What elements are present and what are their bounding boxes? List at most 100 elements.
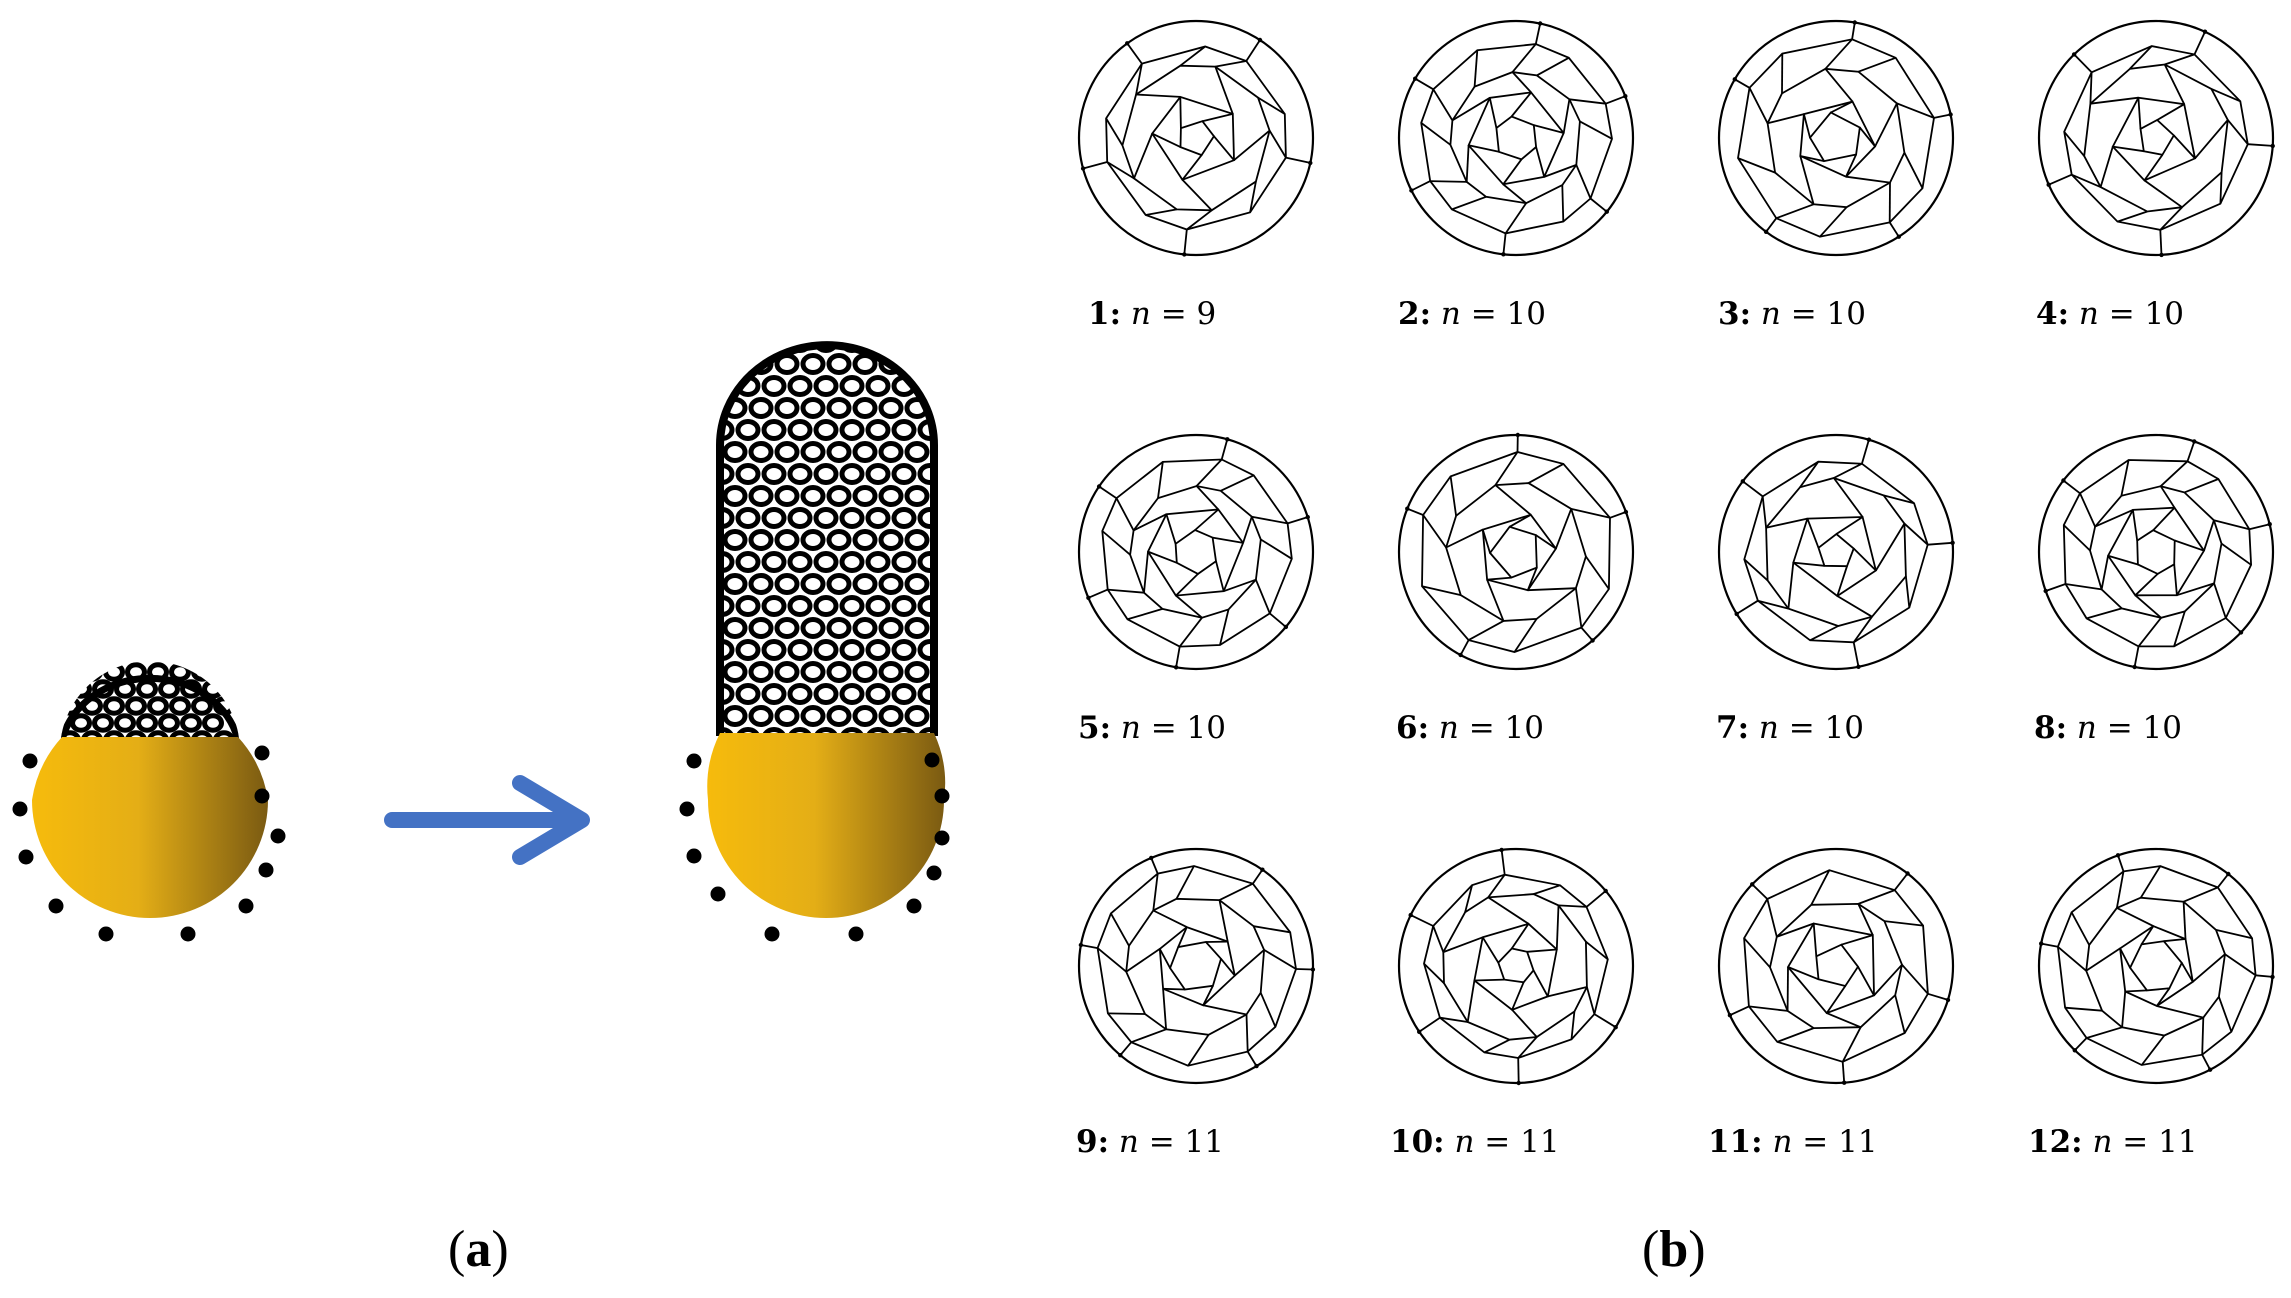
cap-spoke-edge xyxy=(1800,155,1825,162)
cap-spoke-edge xyxy=(2107,554,2139,566)
hexagon-ring xyxy=(761,727,787,736)
cap-spoke-edge xyxy=(2116,871,2125,909)
cap-boundary-edge xyxy=(1220,439,1229,460)
cap-spoke-edge xyxy=(2203,520,2215,551)
cap-spoke-edge xyxy=(2215,929,2253,940)
hexagon-ring xyxy=(865,507,891,529)
hexagon-ring xyxy=(852,529,878,551)
cap-boundary-circle xyxy=(1077,847,1315,1085)
hexagon-ring xyxy=(800,573,826,595)
hexagon-ring xyxy=(114,713,136,733)
cap-number: 9: xyxy=(1076,1124,1110,1160)
cap-spoke-edge xyxy=(2224,953,2257,977)
cap-boundary-vertex xyxy=(2071,52,2077,57)
hexagon-ring xyxy=(800,397,826,419)
cap-boundary-vertex xyxy=(1603,888,1608,894)
cap-spoke-edge xyxy=(1511,43,1537,73)
cap-spoke-edge xyxy=(1186,209,1213,231)
cap-boundary-edge xyxy=(1852,642,1860,667)
surface-atom-dot xyxy=(12,801,28,817)
cap-boundary-vertex xyxy=(1866,437,1872,442)
cap-number: 5: xyxy=(1078,710,1112,746)
cap-spoke-edge xyxy=(1526,567,1538,591)
cap-spoke-edge xyxy=(2137,97,2142,129)
hexagon-ring xyxy=(839,727,865,736)
cap-boundary-edge xyxy=(1927,992,1949,1001)
hexagon-ring xyxy=(813,551,839,573)
surface-atom-dot xyxy=(924,752,940,768)
cap-boundary-vertex xyxy=(1896,234,1902,239)
cap-spoke-edge xyxy=(2194,119,2229,159)
cap-boundary-circle xyxy=(1397,19,1635,257)
cap-boundary-circle xyxy=(2037,433,2275,671)
hexagon-ring xyxy=(839,551,865,573)
cap-ring-edges xyxy=(1449,71,1581,205)
cap-boundary-vertex xyxy=(1623,509,1629,515)
cap-caption-11: 11: n = 11 xyxy=(1708,1124,1878,1160)
cap-ring-edges xyxy=(1488,525,1538,579)
hexagon-ring xyxy=(761,507,787,529)
cap-graph xyxy=(1077,19,1315,257)
cap-spoke-edge xyxy=(1812,923,1818,957)
hexagon-ring xyxy=(748,397,774,419)
cap-boundary-vertex xyxy=(1096,484,1102,489)
hexagon-ring xyxy=(891,683,917,705)
cap-spoke-edge xyxy=(1826,1012,1862,1029)
cap-boundary-vertex xyxy=(2192,439,2197,444)
cap-spoke-edge xyxy=(1874,102,1898,147)
cap-spoke-edge xyxy=(1513,618,1538,653)
cap-spoke-edge xyxy=(1824,38,1853,70)
hexagon-ring xyxy=(748,485,774,507)
panel-label-b-open: ( xyxy=(1642,1221,1660,1278)
cap-boundary-edge xyxy=(1150,857,1159,874)
cap-spoke-edge xyxy=(1535,534,1557,550)
cap-boundary-edge xyxy=(2193,31,2206,55)
panel-label-b-letter: b xyxy=(1659,1221,1689,1278)
hexagon-ring xyxy=(813,595,839,617)
cap-boundary-vertex xyxy=(2267,522,2272,527)
cap-number: 7: xyxy=(1716,710,1750,746)
cap-spoke-edge xyxy=(2063,524,2091,552)
hexagon-ring xyxy=(891,595,917,617)
cap-spoke-edge xyxy=(1841,934,1874,946)
cap-spoke-edge xyxy=(1202,985,1214,1006)
hexagon-ring xyxy=(826,529,852,551)
cap-variable: n xyxy=(2076,710,2097,746)
cap-caption-8: 8: n = 10 xyxy=(2034,710,2182,746)
cap-spoke-edge xyxy=(2176,582,2215,597)
hexagon-ring xyxy=(891,463,917,485)
cap-ring-edges xyxy=(1151,95,1235,181)
cap-ring-edges xyxy=(1792,516,1877,598)
cap-spoke-edge xyxy=(1575,164,1592,199)
cap-boundary-vertex xyxy=(1260,867,1265,872)
hexagon-ring xyxy=(904,441,930,463)
cap-boundary-vertex xyxy=(1254,1063,1259,1069)
cap-spoke-edge xyxy=(2117,210,2148,223)
hexagon-ring xyxy=(92,679,114,699)
cap-spoke-edge xyxy=(1585,940,1609,961)
cap-spoke-edge xyxy=(2160,460,2189,487)
cap-spoke-edge xyxy=(1883,494,1915,505)
cap-spoke-edge xyxy=(1743,558,1769,582)
cap-spoke-edge xyxy=(1858,56,1897,73)
hexagon-ring xyxy=(852,441,878,463)
cap-caption-6: 6: n = 10 xyxy=(1396,710,1544,746)
surface-atom-dot xyxy=(764,926,780,942)
cap-spoke-edge xyxy=(1836,595,1873,618)
cap-spoke-edge xyxy=(1135,63,1143,95)
cap-spoke-edge xyxy=(1543,164,1577,178)
cap-boundary-edge xyxy=(1418,1016,1441,1033)
hexagon-ring xyxy=(180,713,202,733)
hexagon-ring xyxy=(774,441,800,463)
cap-spoke-edge xyxy=(1767,113,1805,125)
cap-spoke-edge xyxy=(1748,87,1769,124)
gold-catalyst-particle-2 xyxy=(707,733,946,918)
carbon-nanotube xyxy=(720,345,934,736)
hexagon-ring xyxy=(878,705,904,727)
cap-boundary-edge xyxy=(1245,39,1261,62)
cap-boundary-vertex xyxy=(1308,160,1313,166)
cap-spoke-edge xyxy=(2143,154,2164,181)
hexagon-ring xyxy=(158,679,180,699)
cap-spoke-edge xyxy=(1873,964,1903,997)
cap-boundary-vertex xyxy=(2115,853,2121,858)
